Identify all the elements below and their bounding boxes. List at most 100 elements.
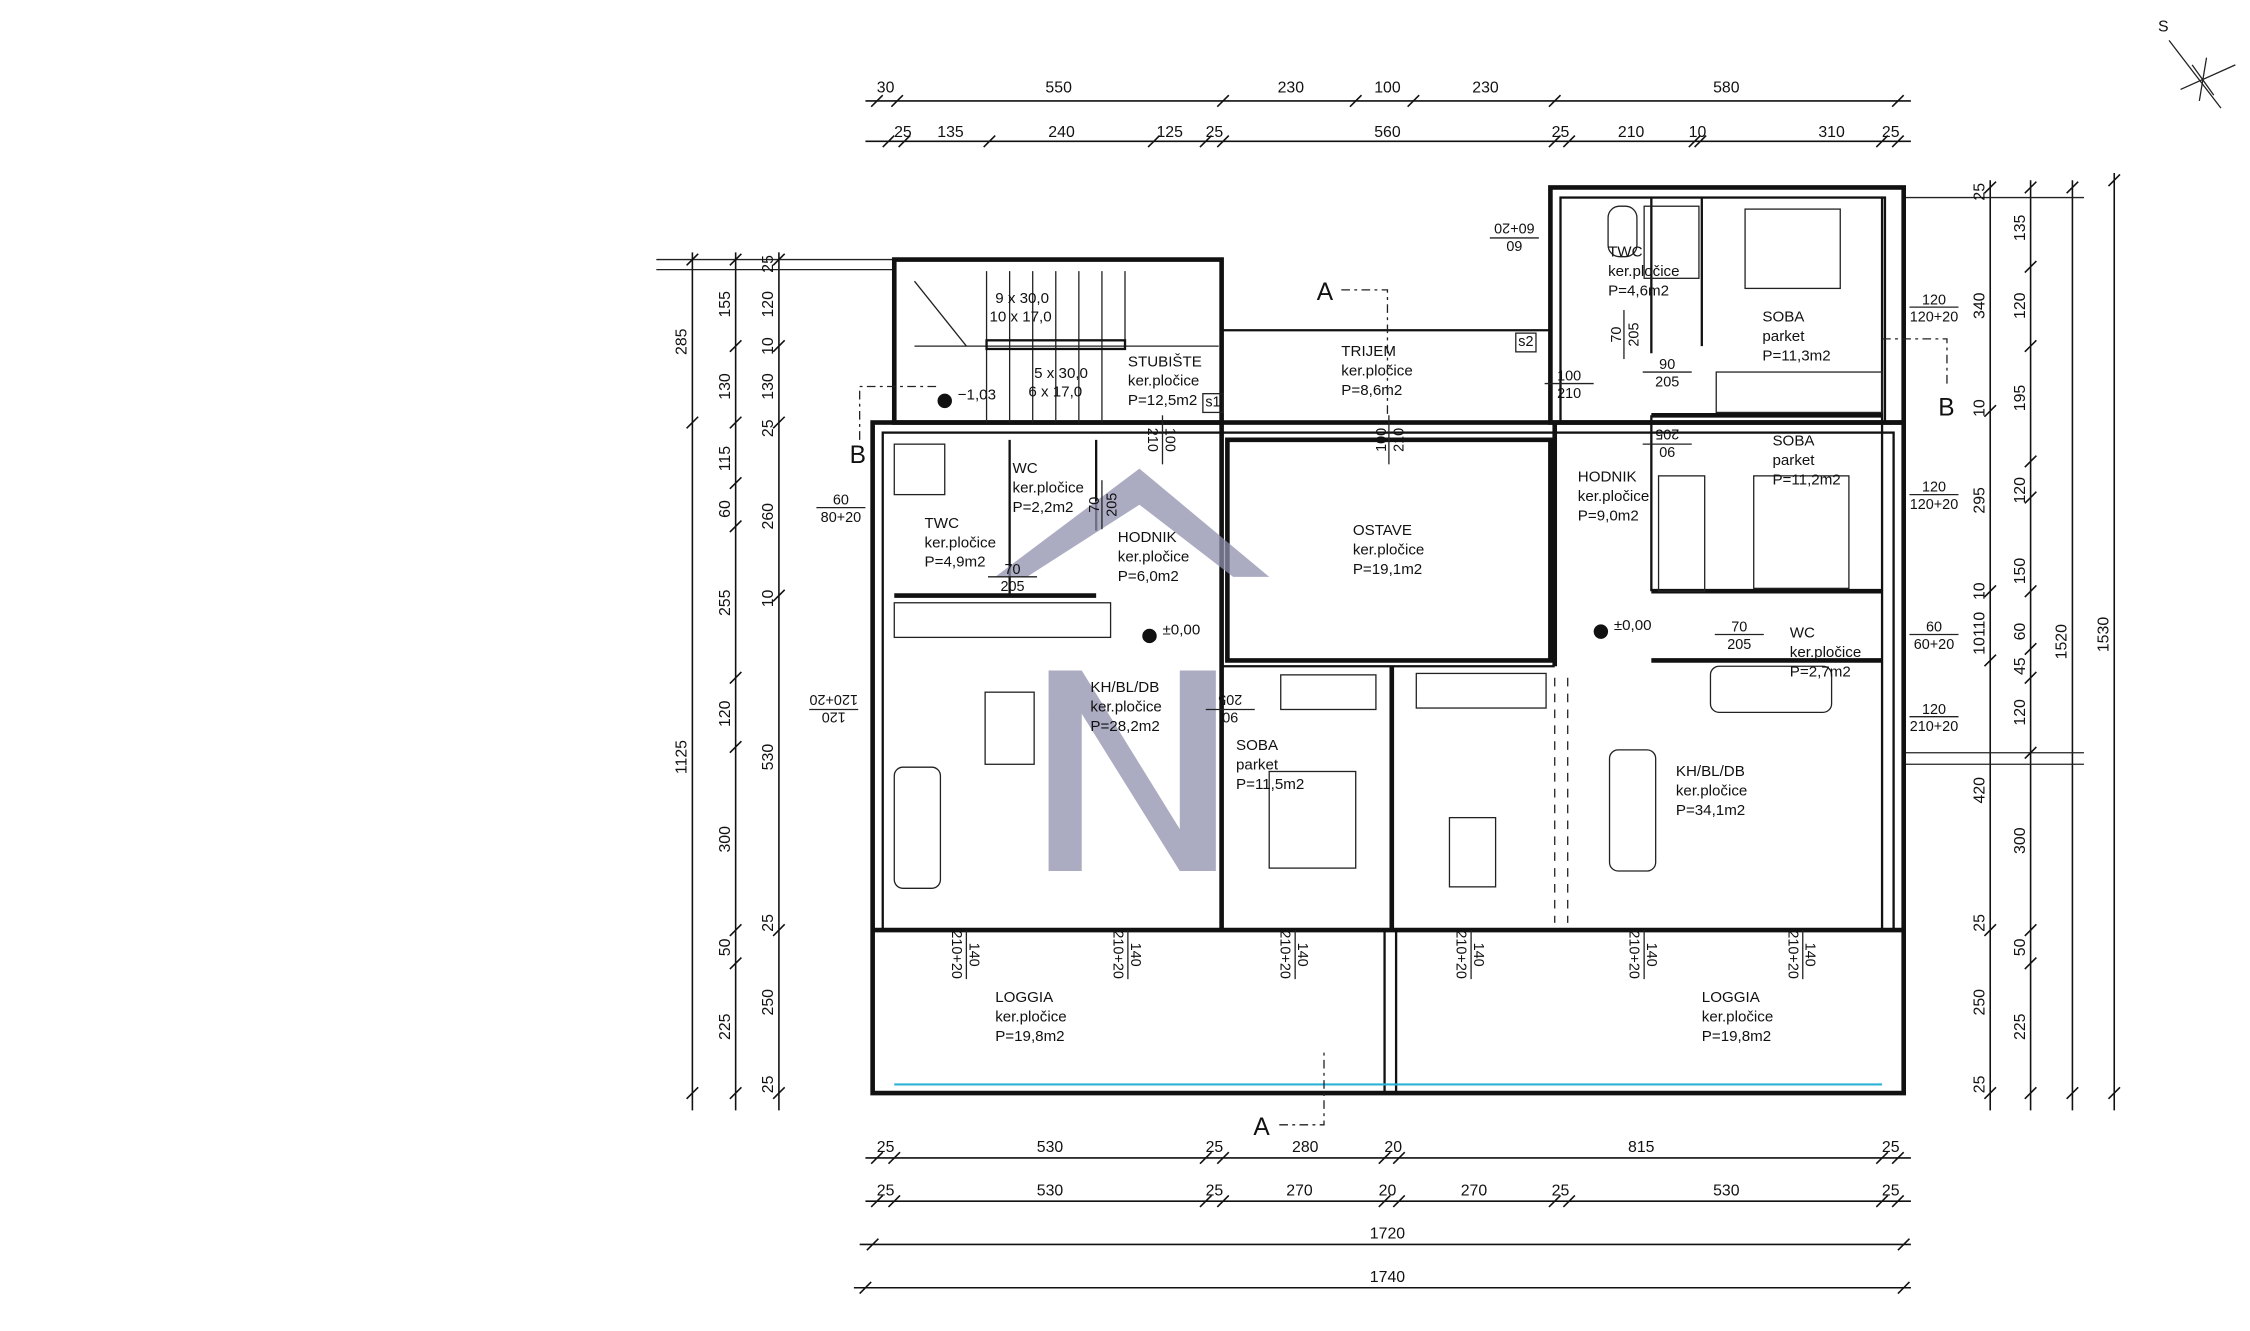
dimension-label: 255 (717, 589, 734, 616)
dimension-label: 300 (717, 826, 734, 853)
dimension-label: 135 (2012, 214, 2029, 241)
opening-height: 120+20 (809, 691, 857, 707)
dimension-label: 1520 (2054, 624, 2071, 659)
room-name: HODNIK (1578, 469, 1637, 486)
dimension-lines (656, 94, 2121, 1295)
opening-width: 60 (1506, 237, 1522, 253)
dimension-label: 550 (1045, 79, 1072, 96)
opening-height: 210+20 (1277, 930, 1293, 978)
dimension-label: 25 (877, 1139, 895, 1156)
dimension-label: 270 (1286, 1182, 1313, 1199)
level-marker-icon (1593, 624, 1609, 639)
dimension-label: 210 (1618, 124, 1645, 141)
opening-width: 70 (1731, 620, 1747, 636)
tag-label: s1 (1205, 395, 1220, 411)
stair-spec: 9 x 30,0 (995, 290, 1049, 307)
dimension-label: 115 (717, 446, 734, 471)
room-area: P=11,3m2 (1762, 348, 1830, 365)
wardrobe (1280, 674, 1377, 711)
dimension-label: 240 (1048, 124, 1075, 141)
opening-height: 210 (1557, 386, 1581, 402)
dimension-total-outer: 1740 (1370, 1269, 1405, 1286)
opening-width: 60 (1926, 620, 1942, 636)
room-name: LOGGIA (995, 989, 1054, 1006)
dimension-label: 10 (1971, 637, 1988, 655)
room-name: SOBA (1236, 737, 1279, 754)
dimension-label: 130 (760, 373, 777, 400)
opening-width: 120 (1922, 292, 1946, 308)
opening-height: 205 (1218, 691, 1242, 707)
dimension-label: 310 (1818, 124, 1845, 141)
dimension-label: 1125 (674, 740, 691, 774)
dimension-label: 230 (1278, 79, 1305, 96)
dimension-label: 250 (1971, 989, 1988, 1016)
opening-height: 210+20 (948, 930, 964, 978)
room-floor: ker.pločice (1013, 479, 1084, 496)
opening-height: 210+20 (1109, 930, 1125, 978)
toilet (1607, 205, 1638, 258)
north-compass: S (2158, 19, 2236, 109)
dimension-label: 420 (1971, 777, 1988, 804)
dining-table (1448, 816, 1497, 888)
stair-spec: 6 x 17,0 (1028, 384, 1082, 401)
dimension-label: 25 (760, 1075, 777, 1093)
dimension-label: 340 (1971, 292, 1988, 319)
room-area: P=6,0m2 (1118, 568, 1179, 585)
room-floor: ker.pločice (1702, 1009, 1773, 1026)
room-area: P=19,1m2 (1353, 561, 1422, 578)
dimension-label: 10 (1971, 399, 1988, 417)
opening-height: 205 (1000, 579, 1024, 595)
opening-width: 140 (1643, 943, 1659, 967)
dimension-label: 260 (760, 503, 777, 530)
dimension-label: 25 (1971, 914, 1988, 932)
dimension-label: 50 (2012, 938, 2029, 956)
dimension-label: 60 (2012, 623, 2029, 641)
sofa (1709, 665, 1833, 714)
room-floor: parket (1236, 756, 1279, 773)
room-floor: ker.pločice (1090, 699, 1161, 716)
dimension-label: 125 (1156, 124, 1183, 141)
room-name: OSTAVE (1353, 522, 1412, 539)
room-name: TWC (1608, 244, 1643, 261)
dimension-label: 130 (717, 373, 734, 400)
section-marker: B (850, 442, 866, 469)
room-name: SOBA (1772, 433, 1815, 450)
dimension-label: 135 (937, 124, 964, 141)
opening-height: 210 (1391, 428, 1407, 452)
dimension-label: 295 (1971, 487, 1988, 514)
sofa (893, 766, 942, 889)
dimension-label: 225 (2012, 1013, 2029, 1040)
opening-width: 120 (822, 708, 846, 724)
annotations: 9 x 30,010 x 17,05 x 30,06 x 17,0−1,03±0… (850, 279, 1955, 1141)
opening-height: 210 (1144, 428, 1160, 452)
dimension-label: 110 (1971, 612, 1988, 637)
dimension-label: 230 (1472, 79, 1499, 96)
dimension-label: 25 (1882, 1139, 1900, 1156)
dimension-label: 120 (2012, 699, 2029, 726)
room-name: LOGGIA (1702, 989, 1761, 1006)
dimension-label: 100 (1374, 79, 1401, 96)
room-floor: ker.pločice (995, 1009, 1066, 1026)
kitchen-counter (1415, 672, 1547, 709)
dimension-label: 20 (1384, 1139, 1402, 1156)
dimension-label: 25 (1206, 1182, 1224, 1199)
opening-width: 120 (1922, 480, 1946, 496)
